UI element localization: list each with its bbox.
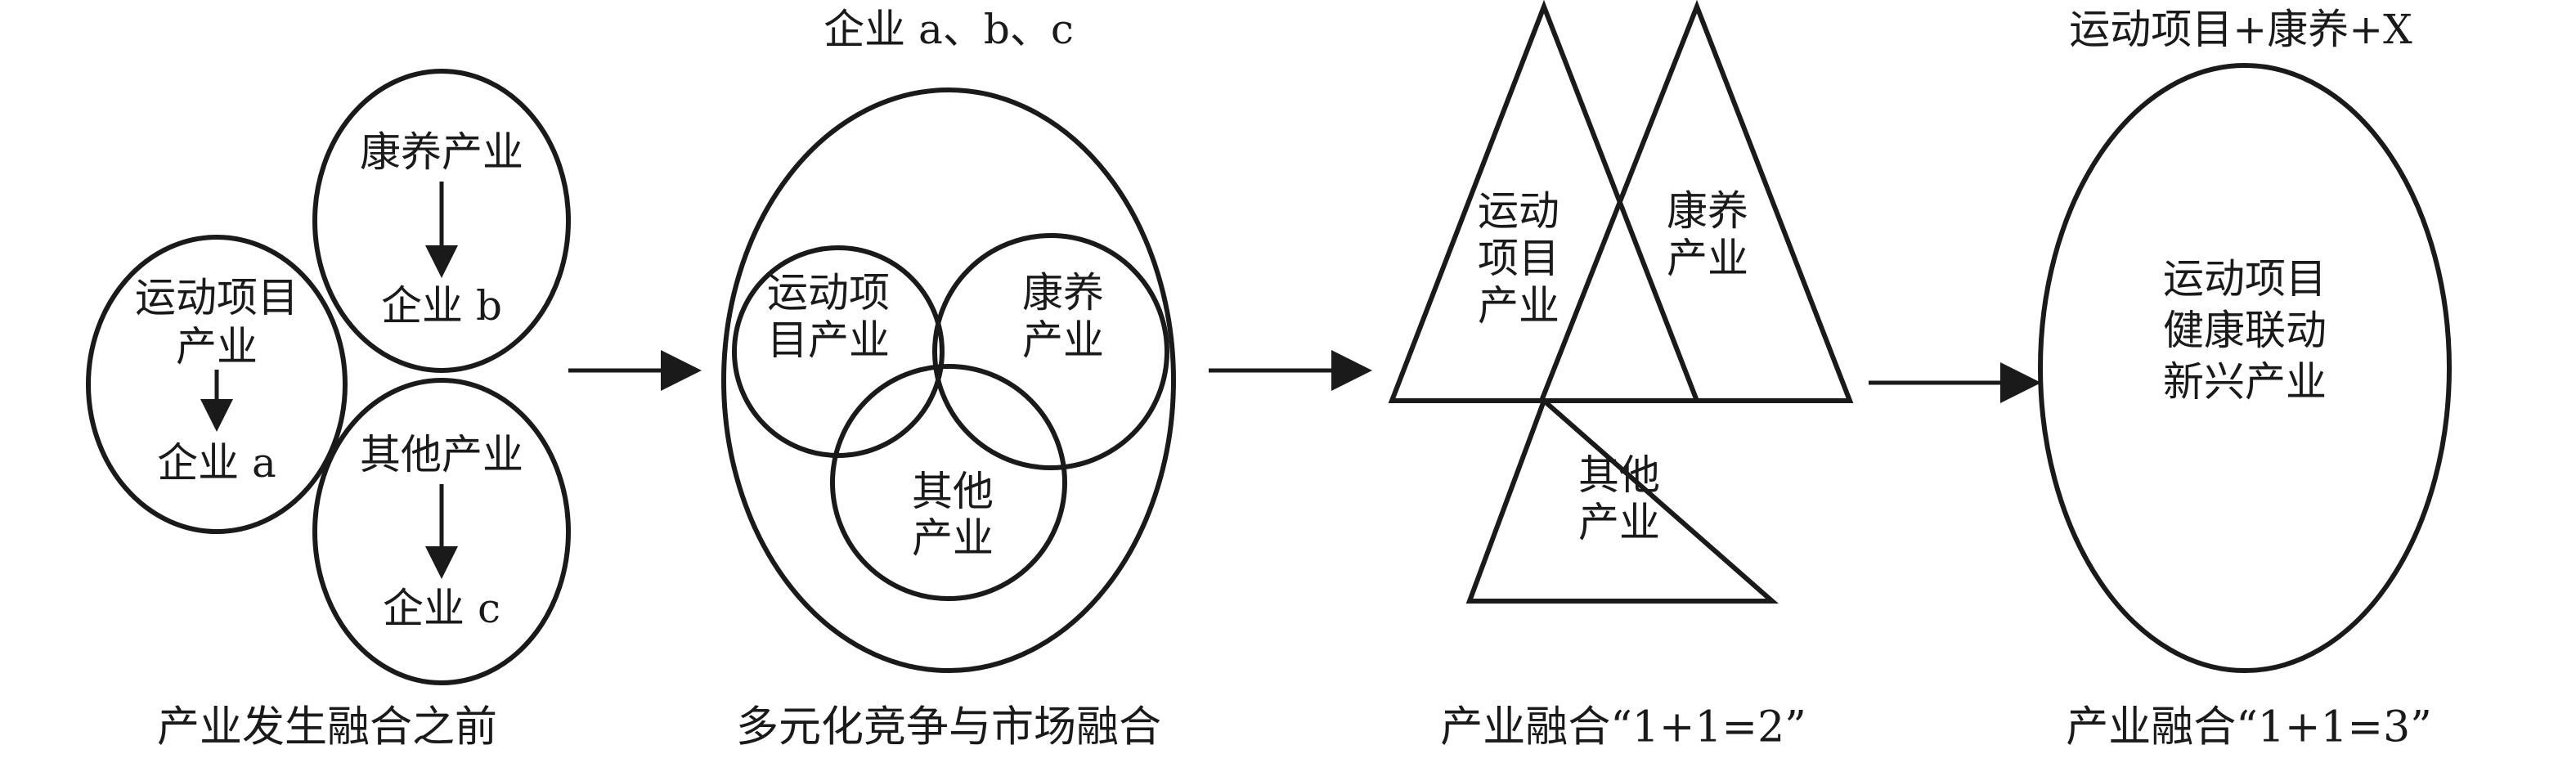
- stage4-center-label-line1: 运动项目: [2163, 255, 2327, 303]
- stage1-sport-label-line2: 产业: [176, 323, 258, 370]
- stage3-other-label-line2: 产业: [1578, 499, 1660, 546]
- company-a-label: 企业 a: [157, 439, 276, 487]
- stage2-other-label-line1: 其他: [912, 468, 994, 515]
- stage2-wellness-label-line2: 产业: [1022, 316, 1104, 364]
- stage3-sport-label-line2: 项目: [1478, 235, 1560, 282]
- stage2-wellness-label-line1: 康养: [1022, 269, 1104, 316]
- stage4-center-label-line3: 新兴产业: [2163, 358, 2327, 406]
- other-industry-triangle: [1465, 396, 1779, 604]
- emerging-industry-ellipse: [2038, 63, 2452, 673]
- stage2-group: 企业 a、b、c 运动项 目产业 康养 产业 其他 产业 多元化竞争与市场融合: [721, 6, 1176, 752]
- stage4-center-label-line2: 健康联动: [2163, 307, 2327, 354]
- stage2-sport-label-line2: 目产业: [767, 316, 890, 364]
- wellness-industry-circle: [932, 233, 1169, 470]
- other-industry-circle: [830, 364, 1067, 601]
- stage3-wellness-label-line2: 产业: [1667, 235, 1748, 282]
- wellness-industry-ellipse: [312, 69, 571, 373]
- company-b-label: 企业 b: [381, 282, 502, 330]
- stage2-top-label: 企业 a、b、c: [824, 6, 1074, 53]
- stage2-other-label-line2: 产业: [912, 514, 994, 562]
- sport-industry-ellipse: [86, 235, 348, 534]
- stage2-sport-label-line1: 运动项: [767, 269, 890, 316]
- stage1-wellness-label: 康养产业: [360, 128, 523, 176]
- stage3-caption: 产业融合“1+1=2”: [1440, 703, 1806, 752]
- stage3-sport-label-line3: 产业: [1478, 282, 1560, 330]
- wellness-industry-triangle: [1537, 0, 1854, 403]
- market-fusion-outer-ellipse: [721, 88, 1176, 673]
- stage4-top-label: 运动项目+康养+X: [2069, 6, 2412, 53]
- stage4-caption: 产业融合“1+1=3”: [2066, 703, 2432, 752]
- stage3-other-label-line1: 其他: [1578, 451, 1660, 499]
- company-c-label: 企业 c: [383, 585, 500, 632]
- stage1-caption: 产业发生融合之前: [157, 703, 497, 752]
- stage3-sport-label-line1: 运动: [1478, 187, 1560, 235]
- other-industry-ellipse: [312, 378, 571, 685]
- stage3-group: 运动 项目 产业 康养 产业 其他 产业 产业融合“1+1=2”: [1388, 0, 1854, 752]
- stage1-other-label: 其他产业: [360, 431, 523, 478]
- stage3-wellness-label-line1: 康养: [1667, 187, 1748, 235]
- stage2-caption: 多元化竞争与市场融合: [736, 703, 1161, 752]
- sport-industry-circle: [732, 245, 945, 458]
- stage4-group: 运动项目+康养+X 运动项目 健康联动 新兴产业 产业融合“1+1=3”: [2038, 6, 2452, 752]
- stage1-sport-label-line1: 运动项目: [135, 274, 298, 321]
- stage1-group: 运动项目 产业 企业 a 康养产业 企业 b 其他产业 企业 c 产业发生融合之…: [86, 69, 571, 752]
